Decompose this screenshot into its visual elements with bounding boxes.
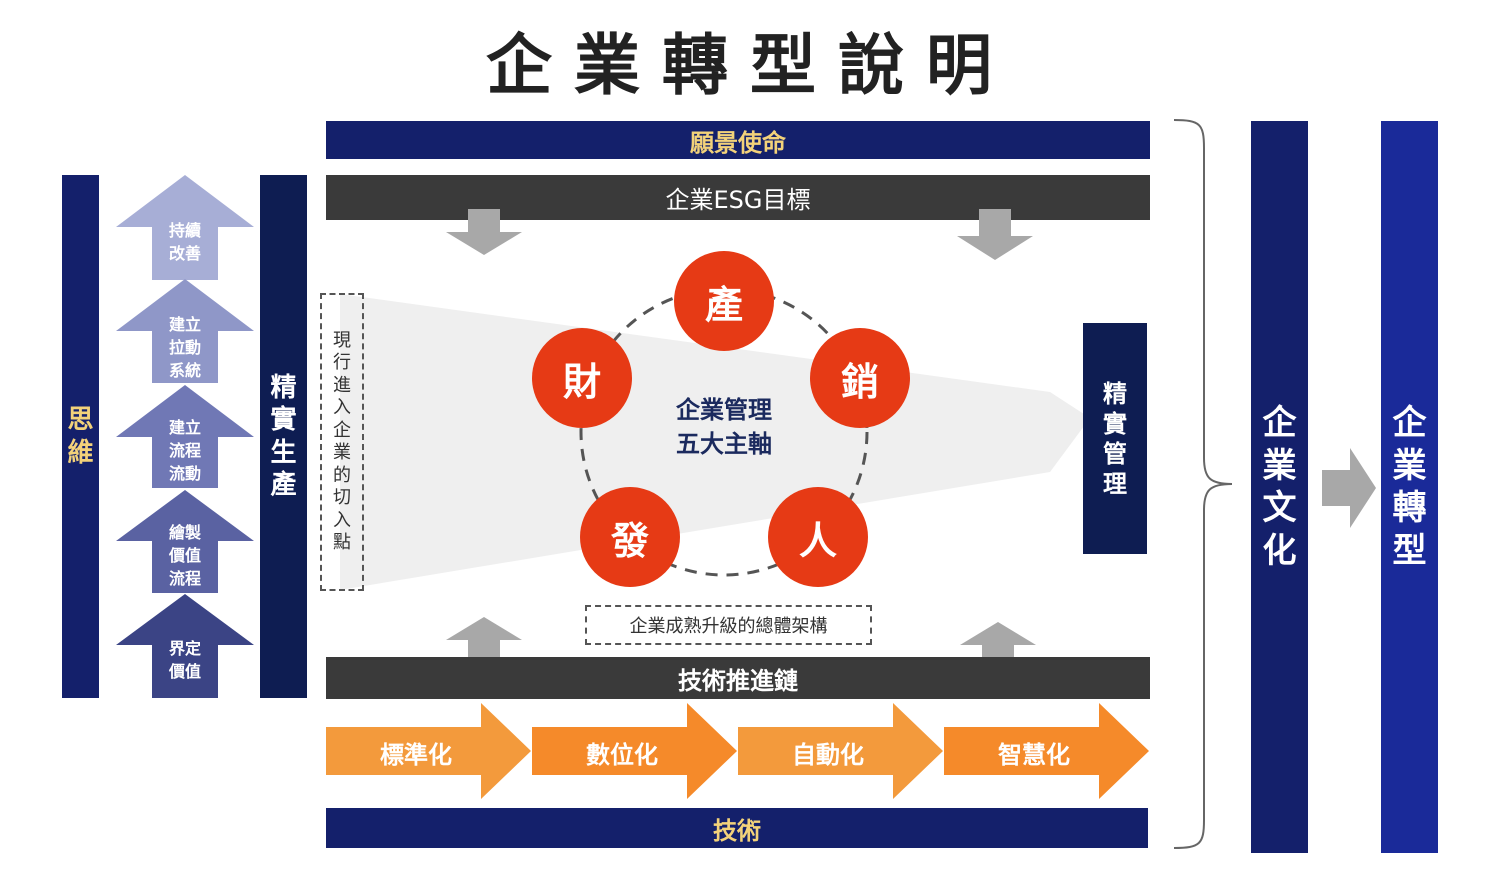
vertical-char: 切 — [333, 487, 351, 508]
vertical-char: 實 — [1103, 409, 1127, 438]
stage-label: 智慧化 — [998, 741, 1070, 769]
vertical-char: 產 — [270, 470, 297, 500]
step-label: 界定 價值 — [168, 639, 201, 681]
step-arrow-pull-system — [116, 279, 254, 383]
esg-label: 企業ESG目標 — [665, 186, 811, 214]
stage-chevrons — [326, 703, 1149, 799]
vertical-char: 精 — [1103, 379, 1127, 408]
tech-chain-label: 技術推進鏈 — [678, 666, 798, 695]
technology-bar: 技術 — [326, 808, 1148, 848]
stage-label: 標準化 — [380, 741, 452, 769]
right-arrow — [1322, 448, 1376, 528]
tech-chain-bar: 技術推進鏈 — [326, 657, 1150, 699]
stage-label: 數位化 — [586, 741, 658, 769]
vertical-char: 企 — [1262, 403, 1297, 443]
vertical-char: 理 — [1103, 469, 1127, 498]
vertical-char: 的 — [333, 464, 351, 486]
transformation-bar: 企業轉型 — [1381, 121, 1438, 853]
step-arrow-flow — [116, 385, 254, 488]
vision-label: 願景使命 — [690, 128, 786, 157]
vertical-char: 實 — [270, 405, 297, 435]
vertical-char: 生 — [270, 437, 297, 468]
page-title: 企業轉型說明 — [486, 27, 1014, 104]
axis-sales-circle: 銷 — [810, 328, 910, 428]
vertical-char: 行 — [333, 352, 351, 373]
core-management-label: 企業管理 五大主軸 — [676, 396, 772, 458]
vertical-char: 思 — [67, 405, 94, 435]
vertical-char: 業 — [1392, 445, 1427, 486]
vertical-char: 入 — [333, 509, 351, 531]
culture-label: 企業文化 — [1263, 402, 1297, 572]
entry-point-label: 現行進入企業的切入點 — [333, 330, 351, 555]
vertical-char: 型 — [1392, 530, 1427, 571]
stage-arrow-standardization — [326, 703, 531, 799]
vertical-char: 業 — [333, 442, 351, 463]
vertical-char: 精 — [270, 372, 297, 403]
framework-label-box: 企業成熟升級的總體架構 — [585, 605, 872, 645]
stage-arrow-smart — [944, 703, 1149, 799]
technology-label: 技術 — [713, 816, 761, 845]
culture-bar: 企業文化 — [1251, 121, 1308, 853]
lean-production-bar: 精實生產 — [260, 175, 307, 698]
esg-bar: 企業ESG目標 — [326, 175, 1150, 220]
step-label: 持續 改善 — [168, 221, 201, 263]
vertical-char: 現 — [333, 329, 351, 351]
lean-production-label: 精實生產 — [270, 372, 296, 502]
vertical-char: 文 — [1262, 488, 1297, 528]
step-arrow-continuous-improvement — [116, 175, 254, 280]
vertical-char: 維 — [67, 437, 94, 468]
stage-label: 自動化 — [792, 741, 864, 769]
axis-production-circle: 產 — [674, 251, 774, 351]
axis-finance-circle: 財 — [532, 328, 632, 428]
stage-arrow-automation — [738, 703, 943, 799]
thinking-bar: 思維 — [62, 175, 99, 698]
up-arrow-right — [960, 622, 1036, 670]
vertical-char: 點 — [333, 532, 351, 553]
up-arrow-left — [446, 617, 522, 666]
vertical-char: 業 — [1262, 445, 1297, 486]
step-label: 建立 拉動 系統 — [168, 315, 201, 380]
vertical-char: 企 — [333, 419, 351, 441]
axis-people-circle: 人 — [768, 487, 868, 587]
entry-point-box: 現行進入企業的切入點 — [320, 293, 364, 591]
down-arrow-right — [957, 209, 1033, 260]
lean-management-bar: 精實管理 — [1083, 323, 1147, 554]
lean-steps-column: 持續 改善 建立 拉動 系統 建立 流程 流動 繪製 價值 流程 界定 價值 — [116, 175, 254, 698]
down-arrow-left — [446, 209, 522, 255]
thinking-label: 思維 — [67, 404, 93, 469]
step-arrows-svg — [116, 175, 254, 698]
vertical-char: 入 — [333, 397, 351, 418]
vertical-char: 進 — [333, 374, 351, 396]
entry-funnel-shape — [340, 294, 1085, 590]
right-brace — [1173, 119, 1233, 849]
step-label: 繪製 價值 流程 — [168, 523, 201, 588]
step-arrow-value-stream — [116, 490, 254, 593]
vision-bar: 願景使命 — [326, 121, 1150, 159]
vertical-char: 企 — [1392, 403, 1427, 443]
transformation-label: 企業轉型 — [1393, 402, 1427, 572]
lean-management-label: 精實管理 — [1103, 379, 1127, 499]
axis-rnd-circle: 發 — [580, 487, 680, 587]
framework-label: 企業成熟升級的總體架構 — [629, 616, 828, 637]
vertical-char: 管 — [1103, 439, 1127, 468]
vertical-char: 化 — [1262, 530, 1297, 571]
step-arrow-define-value — [116, 594, 254, 698]
vertical-char: 轉 — [1392, 488, 1427, 528]
step-label: 建立 流程 流動 — [168, 418, 201, 483]
stage-arrow-digitalization — [532, 703, 737, 799]
entry-funnel-arrowhead — [1050, 392, 1090, 472]
